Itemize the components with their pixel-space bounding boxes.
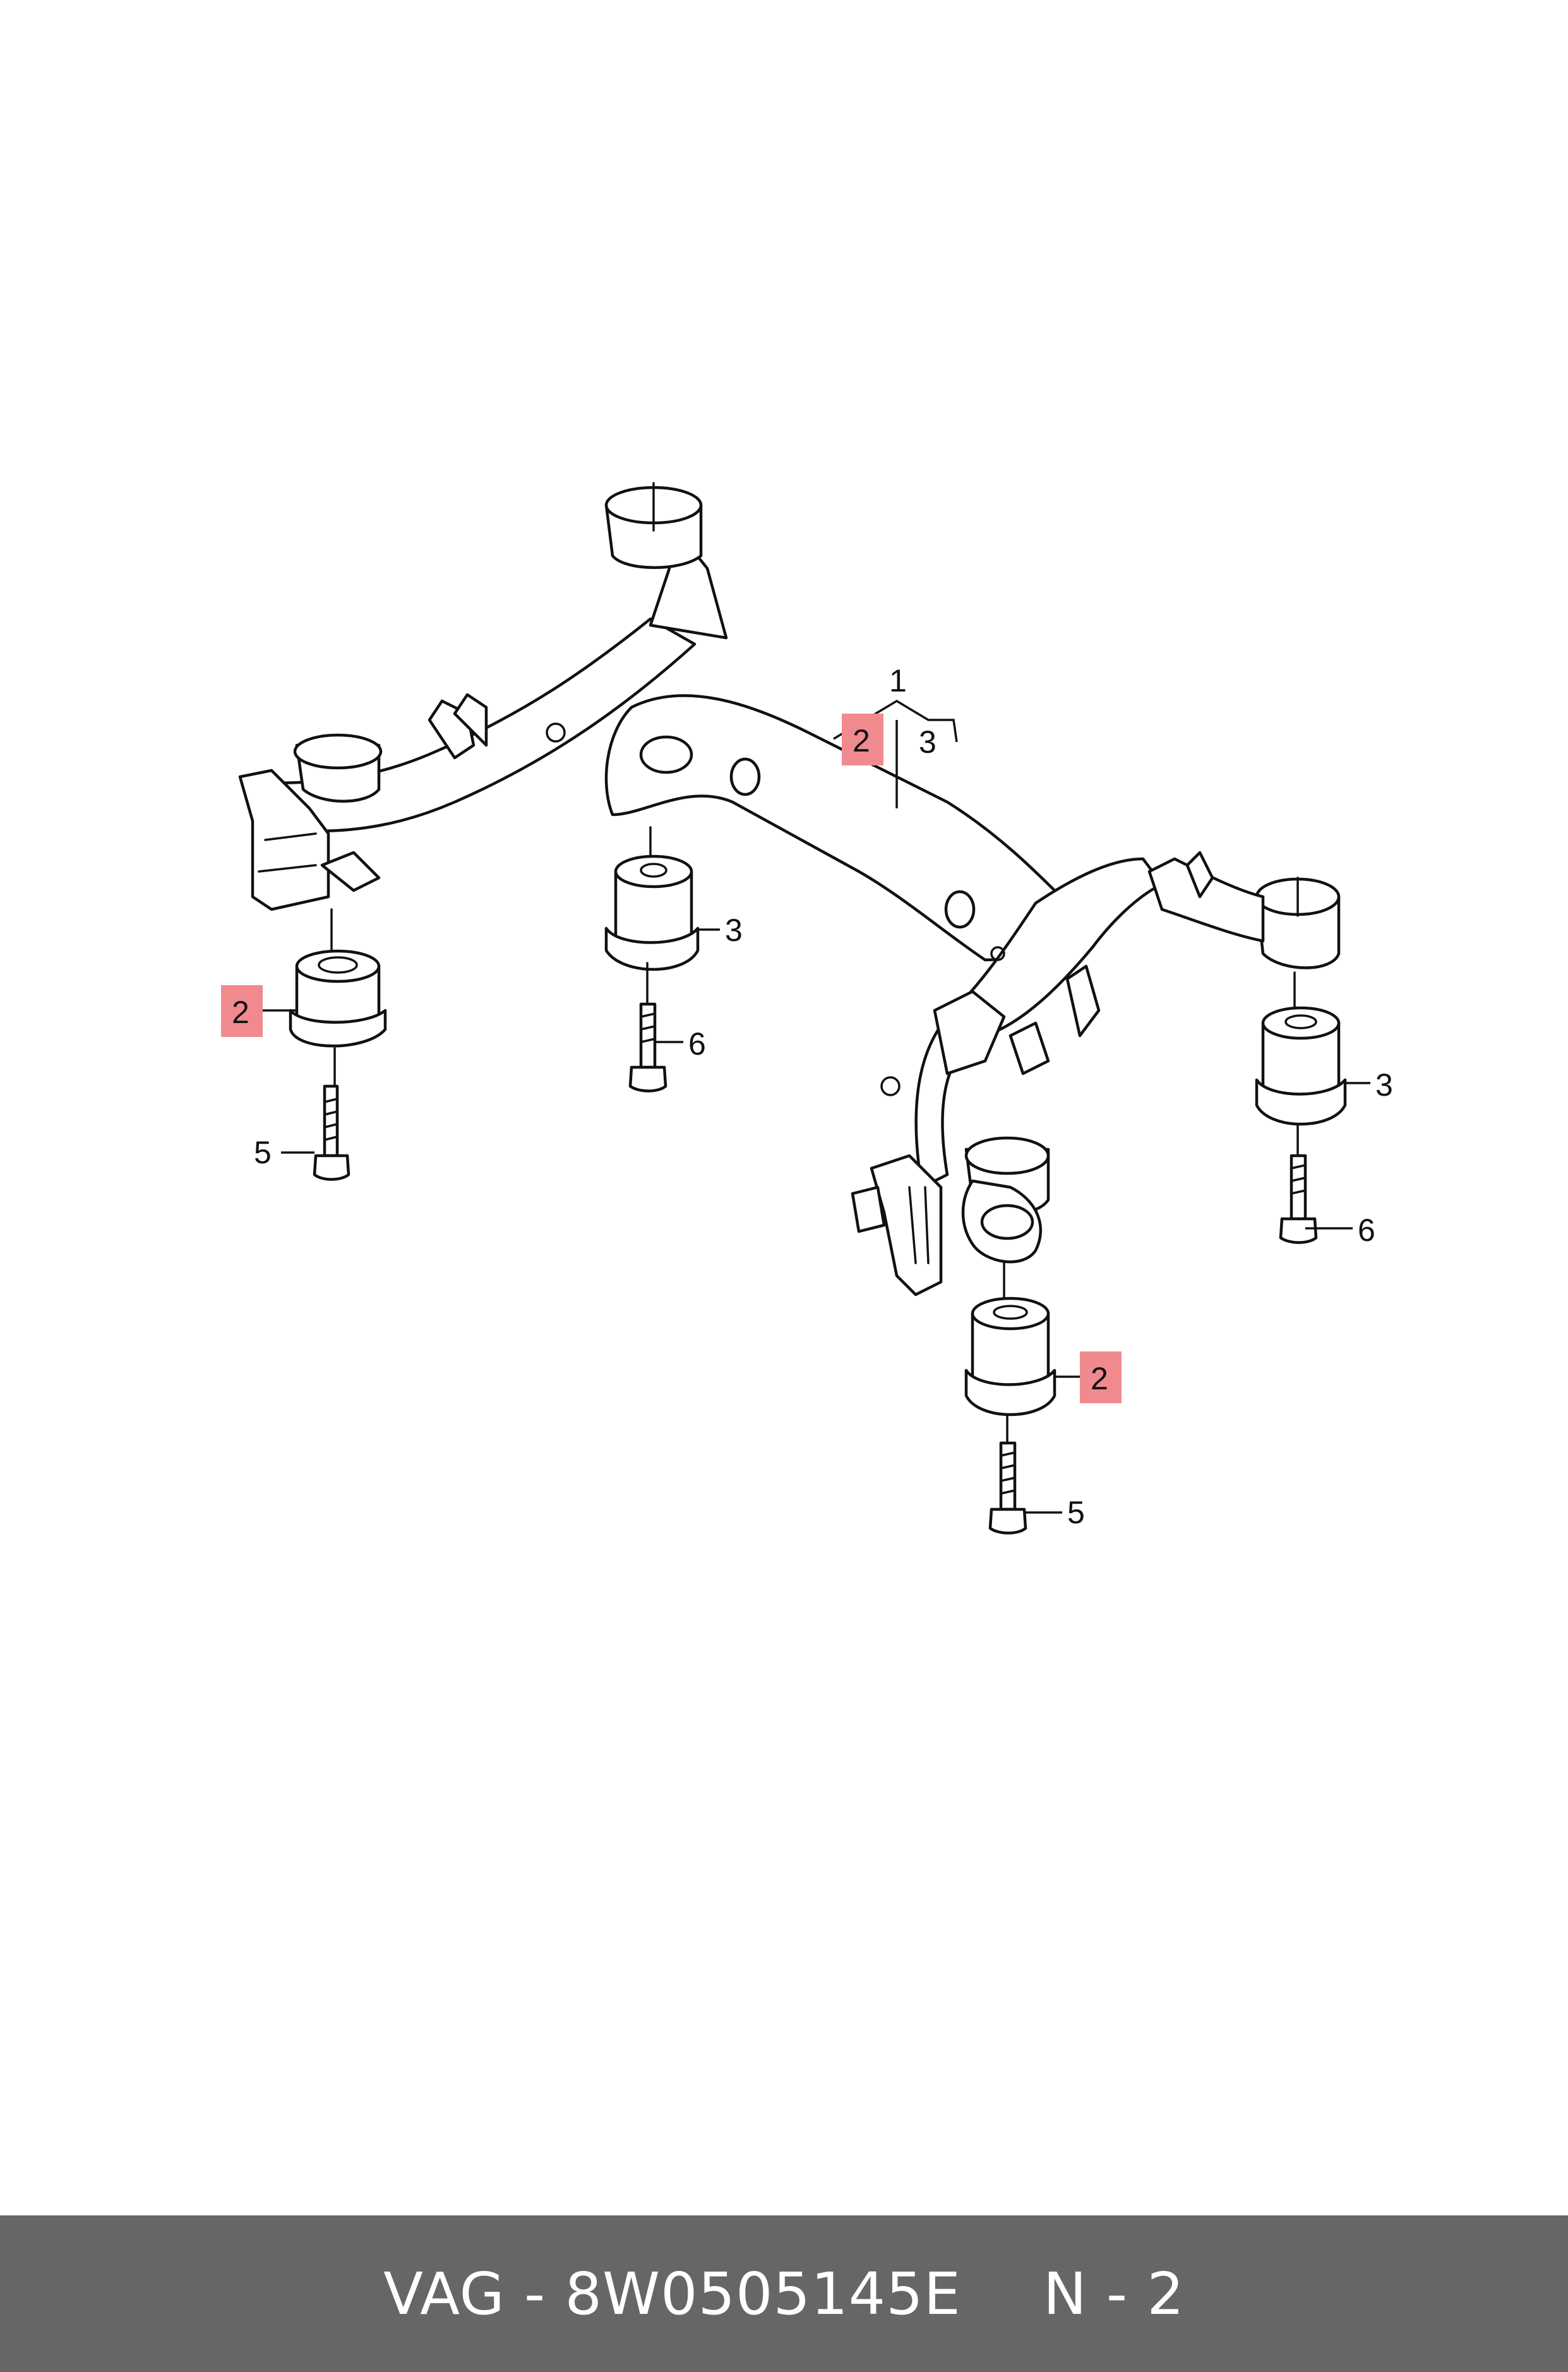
rear-subframe: [238, 482, 1341, 1297]
footer-bar: VAG - 8W0505145E N - 2: [0, 2215, 1568, 2372]
page-reference: N - 2: [1043, 2260, 1185, 2328]
callout-3-right: 3: [1375, 1067, 1393, 1103]
callout-5-left: 5: [254, 1135, 272, 1170]
part-reference: VAG - 8W0505145E: [383, 2260, 961, 2328]
callout-5-bottom: 5: [1067, 1495, 1085, 1530]
callout-2-left-highlight: [221, 985, 263, 1037]
right-bushing-assembly: 3 6: [1255, 971, 1393, 1248]
callout-3-assembly: 3: [919, 724, 937, 760]
callout-2-bottom-highlight: [1080, 1351, 1122, 1403]
callout-2-assembly: 2: [853, 723, 870, 758]
left-bushing-assembly: 2 5: [221, 908, 387, 1181]
callout-1: 1: [889, 663, 907, 698]
bottom-bushing-assembly: 2 5: [964, 1262, 1122, 1535]
callout-2-left: 2: [232, 995, 249, 1030]
callout-6-center: 6: [688, 1026, 706, 1062]
callout-6-right: 6: [1358, 1213, 1375, 1248]
exploded-parts-diagram: 1 2 3 2 5 3 6: [221, 482, 1393, 1535]
callout-2-highlight: [842, 714, 883, 765]
callout-2-bottom: 2: [1091, 1361, 1108, 1396]
callout-1-bracket: 1 2 3: [833, 663, 958, 808]
center-bushing-assembly: 3 6: [604, 826, 743, 1093]
callout-3-center: 3: [725, 913, 743, 948]
